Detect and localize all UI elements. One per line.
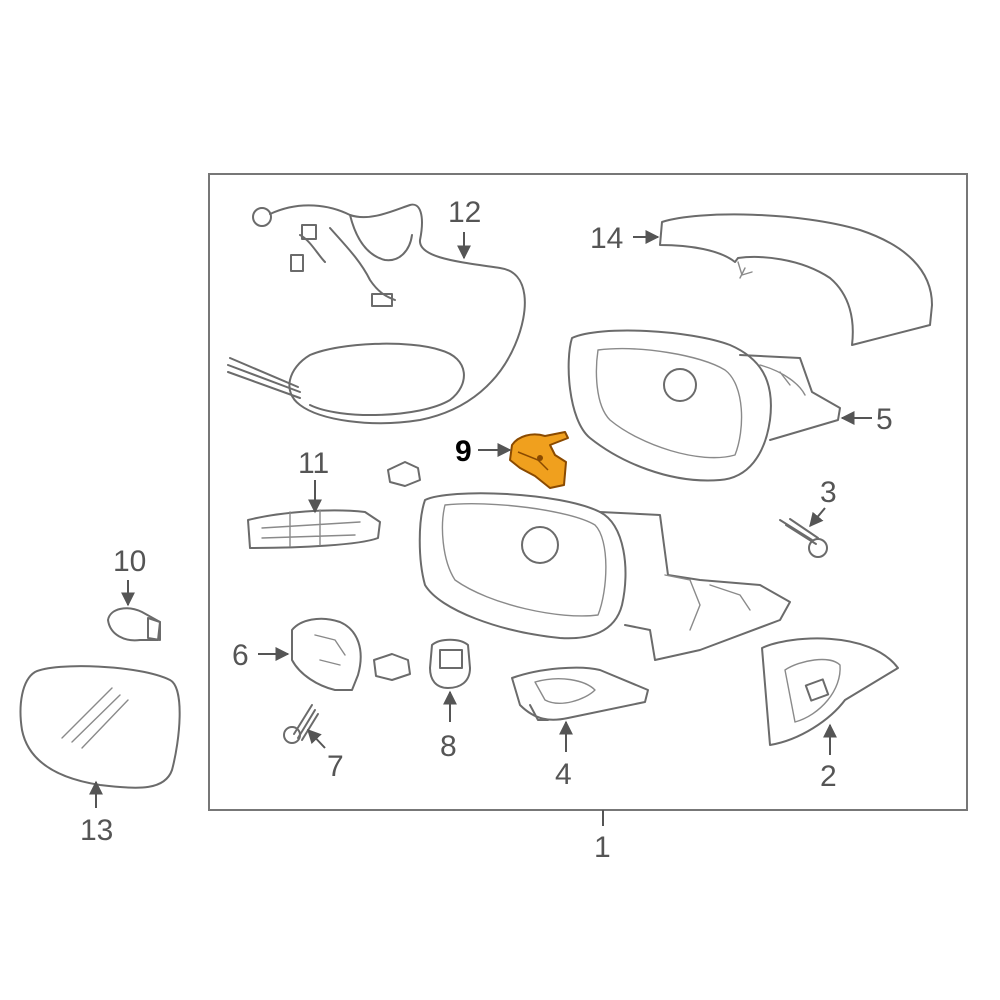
callout-5: 5 xyxy=(876,403,893,436)
part-10-bulb[interactable] xyxy=(107,607,161,642)
leader-7 xyxy=(307,728,326,749)
part-3-screw[interactable] xyxy=(779,518,828,558)
callout-3: 3 xyxy=(820,476,837,509)
part-13-mirror-glass[interactable] xyxy=(19,665,181,789)
bulb-small-upper[interactable] xyxy=(387,461,421,487)
callout-2: 2 xyxy=(820,760,837,793)
part-8-socket[interactable] xyxy=(429,638,471,689)
assembly-frame xyxy=(208,173,968,811)
callout-7: 7 xyxy=(327,750,344,783)
callout-13: 13 xyxy=(80,814,113,847)
part-4-bottom-plate[interactable] xyxy=(511,666,649,721)
callout-14: 14 xyxy=(590,222,623,255)
part-7-screw[interactable] xyxy=(283,704,319,744)
leader-3 xyxy=(809,507,826,528)
part-5-upper-housing[interactable] xyxy=(567,329,841,482)
part-14-mirror-cover[interactable] xyxy=(659,213,933,346)
part-1-main-housing[interactable] xyxy=(418,492,791,661)
callout-10: 10 xyxy=(113,545,146,578)
bulb-small-lower[interactable] xyxy=(373,653,411,681)
callout-4: 4 xyxy=(555,758,572,791)
part-11-turn-signal[interactable] xyxy=(247,509,381,549)
callout-11: 11 xyxy=(298,447,329,480)
part-6-motor-plate[interactable] xyxy=(291,617,362,691)
callout-8: 8 xyxy=(440,730,457,763)
part-9-bracket-highlighted[interactable] xyxy=(509,431,569,489)
callout-1: 1 xyxy=(594,831,611,864)
part-2-mounting-base[interactable] xyxy=(761,637,899,746)
callout-12: 12 xyxy=(448,196,481,229)
callout-9: 9 xyxy=(455,435,472,468)
callout-6: 6 xyxy=(232,639,249,672)
part-12-wiring-harness[interactable] xyxy=(227,203,526,425)
